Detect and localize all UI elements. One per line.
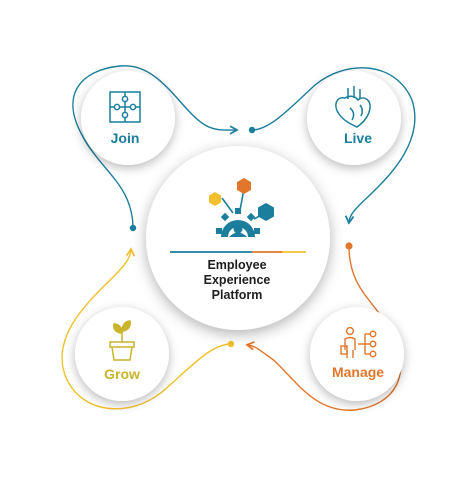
connector-manage-to-grow [245, 242, 402, 411]
center-title-line-2: Experience [203, 273, 271, 287]
sprout-pot-icon [109, 320, 135, 361]
center-node [146, 146, 330, 330]
node-label-manage: Manage [331, 364, 385, 380]
node-join [81, 71, 175, 165]
hexagon-gear-network-icon [209, 178, 274, 237]
node-grow [75, 307, 169, 401]
connector-live-to-manage [248, 67, 416, 225]
node-live [307, 71, 401, 165]
node-label-live: Live [343, 130, 373, 146]
node-manage [310, 307, 404, 401]
heart-icon [335, 86, 371, 128]
presenter-hierarchy-icon [340, 326, 377, 358]
puzzle-icon [109, 91, 141, 123]
connector-join-to-live [72, 65, 239, 232]
connector-grow-to-join [61, 247, 235, 410]
center-title-line-3: Platform [211, 288, 263, 302]
node-label-join: Join [110, 130, 140, 146]
node-label-grow: Grow [104, 366, 140, 382]
center-title: Employee Experience Platform [167, 258, 307, 303]
center-title-line-1: Employee [207, 258, 267, 272]
